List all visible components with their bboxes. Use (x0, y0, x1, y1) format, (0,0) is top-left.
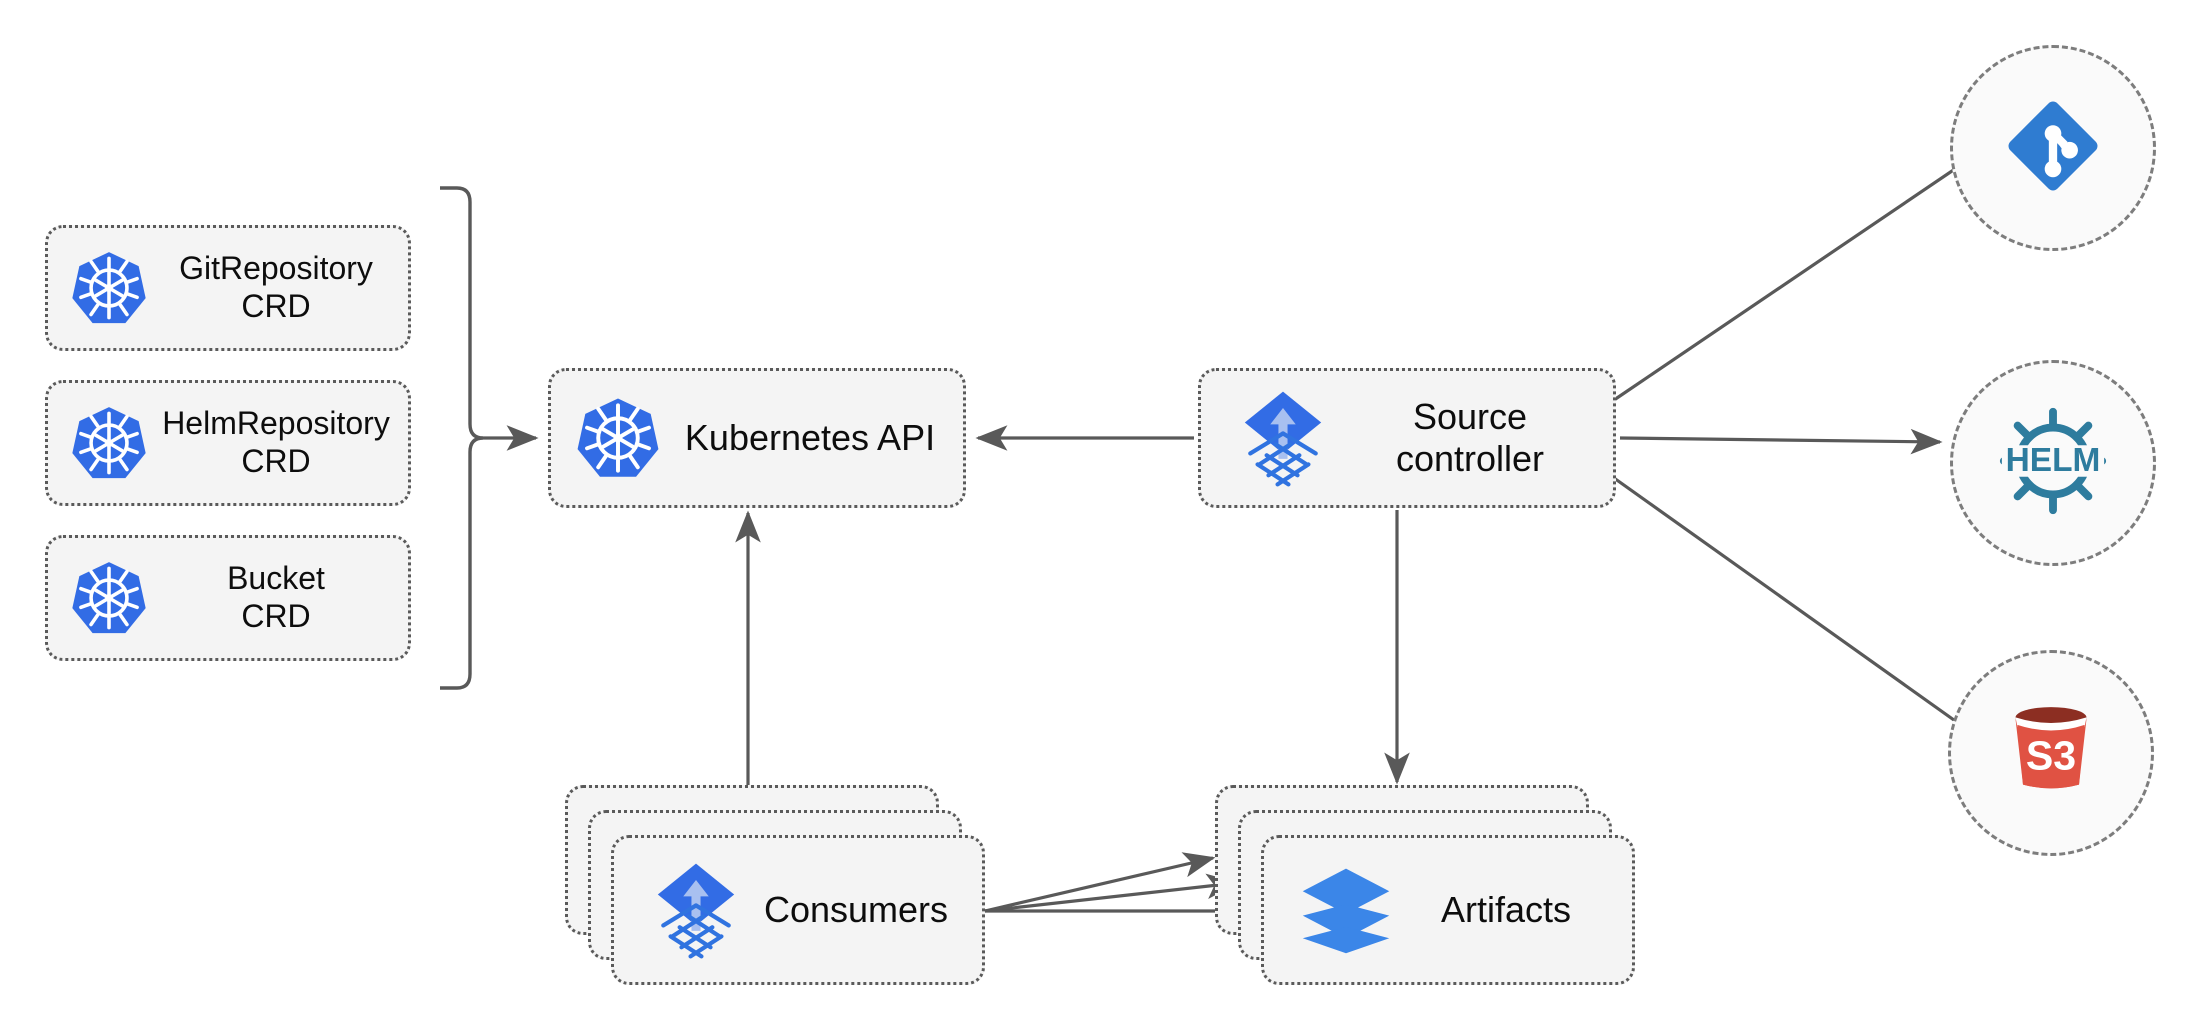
s3-source-circle[interactable]: S3 (1948, 650, 2154, 856)
edge-consumers-to-artifacts-1 (984, 852, 1216, 913)
helmrepository-crd-node[interactable]: HelmRepository CRD (45, 380, 411, 506)
artifacts-node[interactable]: Artifacts (1215, 785, 1635, 985)
kubernetes-api-node[interactable]: Kubernetes API (548, 368, 966, 508)
edge-source-controller-to-s3 (1613, 476, 1985, 742)
edge-source-controller-to-helm (1619, 428, 1943, 455)
crd-group-bracket (440, 186, 484, 690)
svg-text:S3: S3 (2026, 732, 2076, 778)
flux-icon (1235, 390, 1331, 487)
git-source-circle[interactable] (1950, 45, 2156, 251)
bucket-crd-node[interactable]: Bucket CRD (45, 535, 411, 661)
source-controller-label: Source controller (1395, 395, 1545, 479)
consumers-node[interactable]: Consumers (565, 785, 985, 985)
crd-label: GitRepository CRD (179, 250, 373, 324)
source-controller-node[interactable]: Source controller (1198, 368, 1616, 508)
helm-source-circle[interactable]: HELM (1950, 360, 2156, 566)
kubernetes-icon (575, 395, 661, 481)
consumers-label: Consumers (763, 889, 949, 930)
kubernetes-icon (70, 404, 148, 482)
edge-consumers-to-artifacts-2 (984, 873, 1239, 913)
flux-icon (648, 862, 744, 959)
git-icon (2001, 94, 2105, 203)
kubernetes-icon (70, 249, 148, 327)
gitrepository-crd-node[interactable]: GitRepository CRD (45, 225, 411, 351)
kubernetes-api-label: Kubernetes API (684, 416, 936, 458)
artifacts-label: Artifacts (1440, 889, 1572, 930)
layers-icon (1298, 862, 1394, 958)
crd-label: Bucket CRD (227, 560, 325, 634)
kubernetes-icon (70, 559, 148, 637)
crd-label: HelmRepository CRD (162, 405, 390, 479)
s3-icon: S3 (1995, 695, 2107, 812)
helm-wordmark: HELM (2006, 441, 2101, 478)
helm-icon: HELM (1994, 402, 2112, 525)
artifacts-stack-card-front[interactable]: Artifacts (1261, 835, 1635, 985)
consumers-stack-card-front[interactable]: Consumers (611, 835, 985, 985)
edge-source-controller-to-git (1613, 148, 1986, 402)
